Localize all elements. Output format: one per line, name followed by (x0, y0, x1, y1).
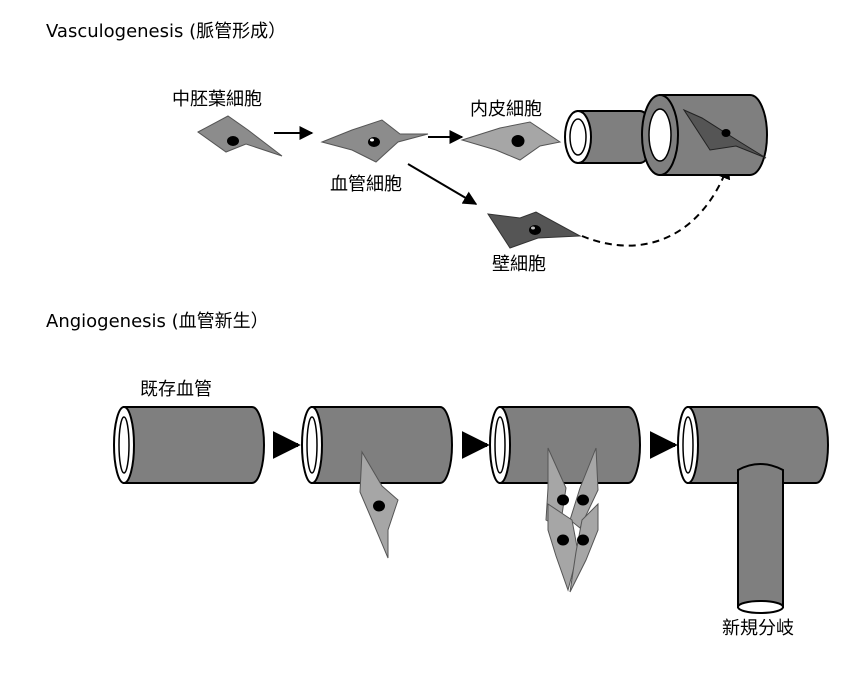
existing-vessel-1 (113, 406, 265, 484)
mural-cell-shape (486, 211, 582, 249)
mature-vessel (641, 94, 768, 176)
arrow-to-mural (407, 163, 478, 205)
label-endothelial-cell: 内皮細胞 (470, 99, 542, 120)
label-new-branch: 新規分岐 (722, 618, 794, 639)
label-mesoderm-cell: 中胚葉細胞 (172, 89, 262, 110)
vasculogenesis-title: Vasculogenesis (脈管形成） (46, 21, 286, 42)
angiogenesis-title: Angiogenesis (血管新生） (46, 311, 269, 332)
endothelial-tube (564, 110, 653, 164)
existing-vessel-2 (301, 406, 453, 484)
angioblast-cell-shape (320, 119, 429, 163)
endothelial-cell-shape (460, 121, 562, 161)
label-angioblast: 血管細胞 (330, 174, 402, 195)
mesoderm-cell-shape (197, 115, 283, 157)
sprouting-tip-cell (359, 450, 399, 559)
label-existing-vessel: 既存血管 (140, 379, 212, 400)
label-mural-cell: 壁細胞 (492, 254, 546, 275)
proliferating-cells (545, 447, 599, 593)
vessel-with-branch (677, 406, 829, 614)
dashed-arrow-mural-to-vessel (581, 164, 731, 247)
existing-vessel-3 (489, 406, 641, 484)
